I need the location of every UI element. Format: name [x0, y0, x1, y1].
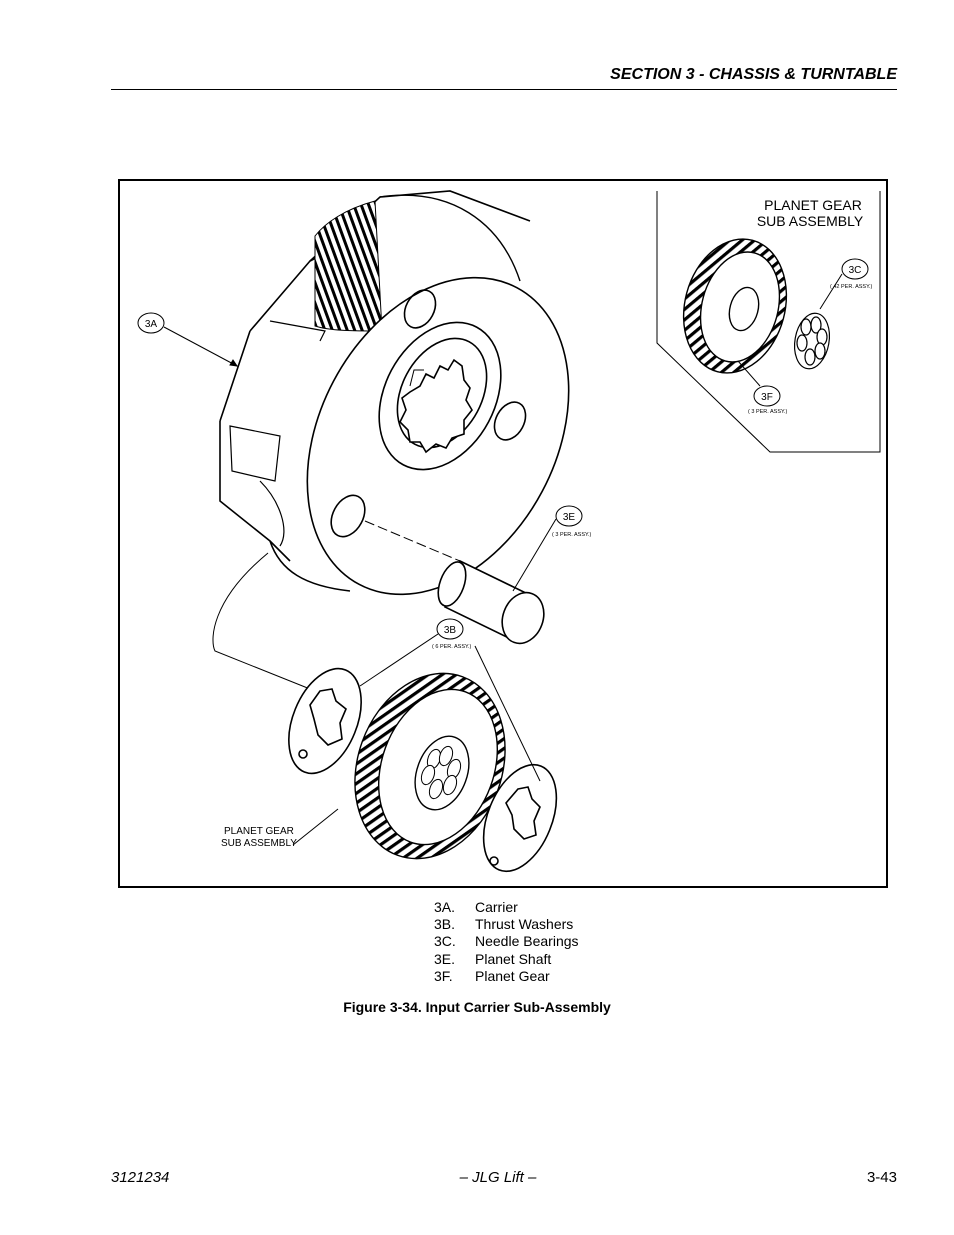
- callout-3f-bubble: [753, 385, 781, 407]
- legend-item: 3A. Carrier: [434, 899, 579, 916]
- inset-needle-bearings: [793, 312, 831, 370]
- qty-note-planet-gear: ( 3 PER. ASSY.): [748, 409, 788, 415]
- callout-3b-label: 3B: [444, 625, 457, 636]
- callout-3e-label: 3E: [563, 512, 576, 523]
- callout-3b-bubble: [436, 618, 464, 640]
- legend-label: Needle Bearings: [475, 933, 579, 950]
- thrust-washer-left: [288, 667, 362, 775]
- inset-title-line1: PLANET GEAR: [764, 197, 862, 213]
- legend-code: 3F.: [434, 967, 453, 984]
- parts-legend: 3A. Carrier 3B. Thrust Washers 3C. Needle B…: [434, 899, 579, 985]
- callout-3a-label: 3A: [145, 319, 158, 330]
- bottom-label-line1: PLANET GEAR: [224, 826, 294, 837]
- carrier-drawing: [219, 190, 570, 596]
- bottom-label-line2: SUB ASSEMBLY: [221, 838, 297, 849]
- legend-item: 3E. Planet Shaft: [434, 951, 579, 968]
- inset-planet-gear: [682, 238, 788, 374]
- section-header: SECTION 3 - CHASSIS & TURNTABLE: [610, 66, 897, 83]
- centerline: [364, 520, 461, 562]
- callout-3a-bubble: [137, 312, 165, 334]
- inset-title-line2: SUB ASSEMBLY: [757, 213, 864, 229]
- legend-code: 3B.: [434, 916, 456, 933]
- footer-page-number: 3-43: [866, 1169, 897, 1186]
- legend-label: Planet Shaft: [475, 950, 552, 967]
- qty-note-planet-shaft: ( 3 PER. ASSY.): [552, 532, 592, 538]
- planet-shaft-drawing: [437, 559, 545, 645]
- header-rule: [111, 89, 897, 90]
- assembly-path: [212, 552, 341, 702]
- figure-caption: Figure 3-34. Input Carrier Sub-Assembly: [343, 999, 611, 1015]
- legend-item: 3F. Planet Gear: [434, 968, 579, 985]
- qty-note-thrust-washers: ( 6 PER. ASSY.): [432, 644, 472, 650]
- exploded-view-drawing: 3A 3E 3B 3C 3F ( 42 PER. ASSY.) ( 3 PER.…: [137, 190, 881, 873]
- legend-item: 3C. Needle Bearings: [434, 933, 579, 950]
- callout-3e-bubble: [555, 505, 583, 527]
- qty-note-needle-bearings: ( 42 PER. ASSY.): [830, 284, 873, 290]
- planet-gear-bottom: [354, 672, 506, 860]
- legend-label: Planet Gear: [475, 967, 550, 984]
- footer-publisher: – JLG Lift –: [459, 1169, 537, 1186]
- callout-3c-bubble: [841, 258, 869, 280]
- legend-item: 3B. Thrust Washers: [434, 916, 579, 933]
- thrust-washer-right: [482, 763, 558, 873]
- footer-doc-number: 3121234: [111, 1169, 170, 1186]
- callout-3c-label: 3C: [849, 265, 862, 276]
- legend-code: 3E.: [434, 950, 456, 967]
- legend-code: 3A.: [434, 899, 456, 915]
- callout-3f-label: 3F: [761, 392, 773, 403]
- inset-boundary: [656, 191, 881, 453]
- figure-frame: 3A 3E 3B 3C 3F ( 42 PER. ASSY.) ( 3 PER.…: [118, 179, 888, 888]
- legend-label: Thrust Washers: [475, 916, 574, 933]
- legend-label: Carrier: [475, 899, 518, 915]
- legend-code: 3C.: [434, 933, 456, 950]
